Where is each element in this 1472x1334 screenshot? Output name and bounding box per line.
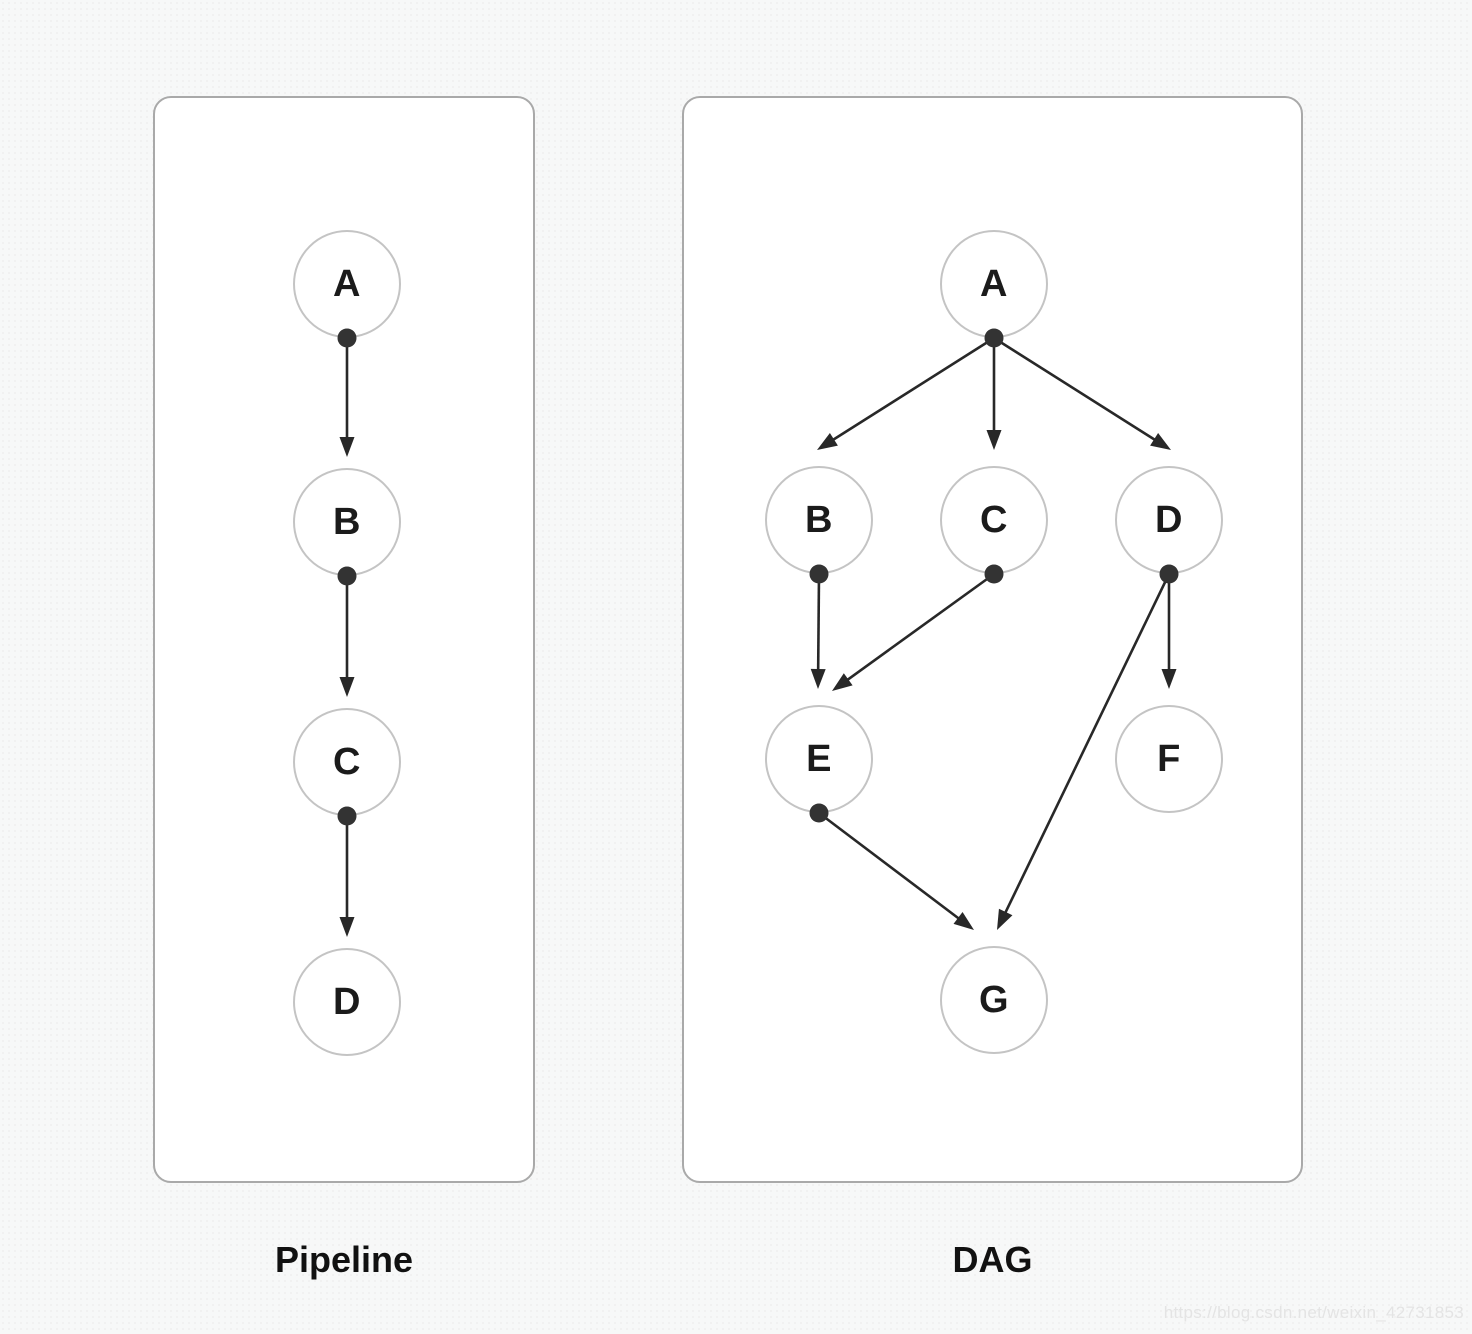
output-dot-C [337, 806, 357, 826]
arrowhead-A-D [1150, 432, 1171, 450]
output-dot-E [809, 803, 829, 823]
output-dot-A [337, 328, 357, 348]
arrowhead-D-G [997, 908, 1013, 930]
node-C: C [940, 466, 1048, 574]
node-B: B [293, 468, 401, 576]
output-dot-A [984, 328, 1004, 348]
node-A: A [293, 230, 401, 338]
edge-C-E [839, 572, 995, 687]
node-G: G [940, 946, 1048, 1054]
output-dot-B [809, 564, 829, 584]
arrowhead-B-C [339, 677, 355, 697]
output-dot-C [984, 564, 1004, 584]
pipeline-edges-layer [337, 328, 357, 937]
node-A: A [940, 230, 1048, 338]
edge-A-B [824, 336, 995, 446]
dag-label: DAG [952, 1239, 1033, 1280]
arrowhead-B-E [810, 668, 826, 689]
arrowhead-A-B [817, 432, 838, 450]
arrowhead-A-C [986, 430, 1002, 450]
edge-E-G [818, 811, 967, 926]
node-F: F [1115, 705, 1223, 813]
arrowhead-E-G [953, 911, 974, 930]
output-dot-B [337, 566, 357, 586]
edge-D-G [1000, 573, 1171, 922]
arrowhead-D-F [1161, 669, 1177, 689]
node-E: E [765, 705, 873, 813]
dag-edges-layer [809, 328, 1179, 930]
edge-A-D [993, 336, 1164, 446]
watermark: https://blog.csdn.net/weixin_42731853 [1163, 1303, 1464, 1322]
arrowhead-A-B [339, 437, 355, 457]
arrowhead-C-D [339, 917, 355, 937]
pipeline-label: Pipeline [274, 1239, 414, 1280]
edge-B-E [816, 573, 821, 680]
output-dot-D [1159, 564, 1179, 584]
arrowhead-C-E [832, 673, 853, 691]
node-B: B [765, 466, 873, 574]
node-D: D [293, 948, 401, 1056]
